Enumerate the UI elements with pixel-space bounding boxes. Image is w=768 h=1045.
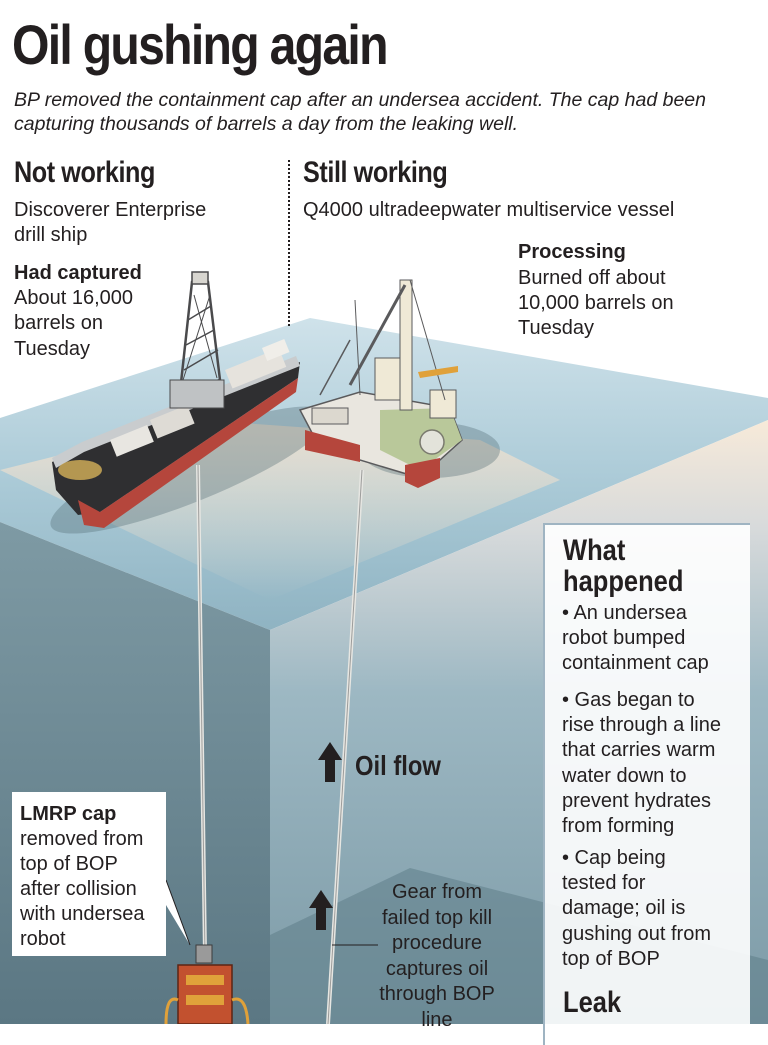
what-happened-panel: What happened • An undersea robot bumped… xyxy=(543,523,750,1045)
lmrp-line: top of BOP xyxy=(20,853,118,875)
gear-label: Gear from failed top kill procedure capt… xyxy=(379,881,495,1031)
had-captured-line3: Tuesday xyxy=(14,338,90,360)
had-captured-label: Had captured xyxy=(14,262,142,284)
subhead: BP removed the containment cap after an … xyxy=(14,89,706,135)
headline: Oil gushing again xyxy=(12,13,389,76)
q4000-name: Q4000 ultradeepwater multiservice vessel xyxy=(303,199,675,221)
bullet-1: • An undersea robot bumped containment c… xyxy=(562,602,709,675)
column-divider xyxy=(288,160,290,326)
oil-flow-arrow-icon xyxy=(318,742,342,782)
bop-stack-icon xyxy=(164,944,250,1024)
lmrp-callout: LMRP cap removed from top of BOP after c… xyxy=(12,792,166,956)
gear-flow-arrow-icon xyxy=(309,890,333,930)
drill-ship-name-line2: drill ship xyxy=(14,224,88,246)
lmrp-line: removed from xyxy=(20,828,144,850)
leak-heading: Leak xyxy=(563,986,622,1019)
drill-ship-name-line1: Discoverer Enterprise xyxy=(14,199,207,221)
lmrp-line: with undersea xyxy=(20,903,145,925)
lmrp-heading: LMRP cap xyxy=(20,803,117,825)
drill-ship-icon xyxy=(52,271,300,528)
not-working-heading: Not working xyxy=(14,156,155,189)
what-happened-heading-line2: happened xyxy=(563,565,684,598)
had-captured-line1: About 16,000 xyxy=(14,287,133,309)
lmrp-line: robot xyxy=(20,928,66,950)
processing-line1: Burned off about xyxy=(518,267,666,289)
oil-flow-label: Oil flow xyxy=(355,750,441,781)
bullet-3: • Cap being tested for damage; oil is gu… xyxy=(562,847,711,970)
q4000-vessel-icon xyxy=(298,279,463,488)
processing-label: Processing xyxy=(518,241,626,263)
processing-line3: Tuesday xyxy=(518,317,594,339)
processing-line2: 10,000 barrels on xyxy=(518,292,674,314)
had-captured-line2: barrels on xyxy=(14,312,103,334)
lmrp-line: after collision xyxy=(20,878,137,900)
still-working-heading: Still working xyxy=(303,156,448,189)
bullet-2: • Gas began to rise through a line that … xyxy=(562,689,721,838)
what-happened-heading-line1: What xyxy=(563,534,626,567)
